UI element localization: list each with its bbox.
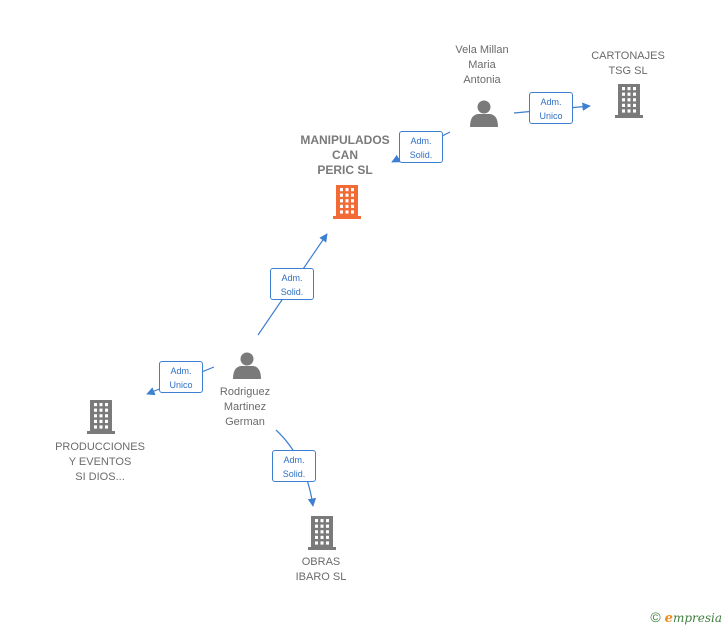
producciones-label[interactable]: PRODUCCIONES Y EVENTOS SI DIOS... xyxy=(55,440,145,485)
cartonajes-label-line: CARTONAJES xyxy=(591,50,665,62)
edge-badge-line: Unico xyxy=(169,380,193,390)
rodriguez-label-line: Rodriguez xyxy=(219,386,271,398)
rodriguez-label-line: Martinez xyxy=(223,401,267,413)
edge-badge-rodriguez-to-manipulados[interactable]: Adm. Solid. xyxy=(270,268,314,300)
icons-layer xyxy=(87,84,643,550)
brand-e: e xyxy=(664,611,673,626)
edge-badge-rodriguez-to-obras[interactable]: Adm. Solid. xyxy=(272,450,316,482)
obras-building-icon[interactable] xyxy=(308,516,336,550)
edge-badge-line: Unico xyxy=(539,111,563,121)
copyright-icon: © xyxy=(650,609,661,625)
edge-badge-vela-to-cartonajes[interactable]: Adm. Unico xyxy=(529,92,573,124)
edge-badge-line: Adm. xyxy=(540,97,562,107)
cartonajes-label-line: TSG SL xyxy=(608,65,648,77)
manipulados-label-line: PERIC SL xyxy=(317,163,373,177)
rodriguez-person-icon[interactable] xyxy=(233,352,261,380)
vela-label-line: Antonia xyxy=(463,74,501,86)
edge-badge-line: Solid. xyxy=(282,469,306,479)
edge-badge-rodriguez-to-producciones[interactable]: Adm. Unico xyxy=(159,361,203,393)
producciones-building-icon[interactable] xyxy=(87,400,115,434)
empresia-brand[interactable]: ©empresia xyxy=(650,609,722,626)
manipulados-label-line: MANIPULADOS xyxy=(300,133,390,147)
edge-badge-line: Adm. xyxy=(410,136,432,146)
edge-badge-vela-to-manipulados[interactable]: Adm. Solid. xyxy=(399,131,443,163)
cartonajes-label[interactable]: CARTONAJES TSG SL xyxy=(591,49,665,79)
obras-label[interactable]: OBRAS IBARO SL xyxy=(296,555,347,585)
edge-badge-line: Adm. xyxy=(281,273,303,283)
producciones-label-line: PRODUCCIONES xyxy=(55,441,145,453)
producciones-label-line: Y EVENTOS xyxy=(68,456,132,468)
obras-label-line: OBRAS xyxy=(301,556,341,568)
cartonajes-building-icon[interactable] xyxy=(615,84,643,118)
vela-label-line: Vela Millan xyxy=(455,44,509,56)
vela-person-icon[interactable] xyxy=(470,100,498,128)
edge-badge-line: Solid. xyxy=(280,287,304,297)
edge-badge-line: Adm. xyxy=(283,455,305,465)
obras-label-line: IBARO SL xyxy=(295,571,347,583)
edge-badge-line: Adm. xyxy=(170,366,192,376)
manipulados-building-icon[interactable] xyxy=(333,185,361,219)
edge-badge-line: Solid. xyxy=(409,150,433,160)
vela-label-line: Maria xyxy=(468,59,496,71)
rodriguez-label-line: German xyxy=(225,416,265,428)
brand-rest: mpresia xyxy=(672,611,722,625)
producciones-label-line: SI DIOS... xyxy=(75,471,125,483)
manipulados-label-line: CAN xyxy=(332,148,358,162)
